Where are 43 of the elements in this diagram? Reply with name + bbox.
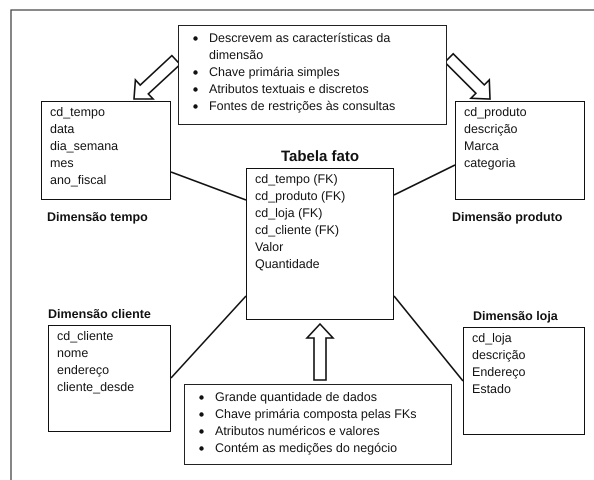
note-box bbox=[178, 25, 447, 125]
table-title: Dimensão loja bbox=[473, 308, 558, 325]
field-name: cd_loja bbox=[472, 330, 513, 347]
bullet-item: Contém as medições do negócio bbox=[215, 441, 398, 455]
field-name: data bbox=[50, 121, 76, 138]
field-name: cd_loja (FK) bbox=[255, 205, 324, 222]
table-title: Dimensão tempo bbox=[47, 209, 148, 226]
connector-line bbox=[170, 171, 246, 201]
field-name: cd_cliente bbox=[57, 328, 114, 345]
bullet-item: Grande quantidade de dados bbox=[215, 390, 377, 404]
field-name: ano_fiscal bbox=[50, 172, 108, 189]
field-name: nome bbox=[57, 345, 90, 362]
field-name: Quantidade bbox=[255, 256, 321, 273]
field-name: categoria bbox=[464, 155, 516, 172]
table-title: Tabela fato bbox=[280, 147, 360, 167]
field-name: Marca bbox=[464, 138, 500, 155]
connector-line bbox=[394, 164, 456, 196]
field-name: cd_tempo (FK) bbox=[255, 171, 339, 188]
bullet-item: Chave primária simples bbox=[209, 65, 340, 79]
bullet-item: Atributos textuais e discretos bbox=[209, 82, 369, 96]
field-name: Estado bbox=[472, 381, 512, 398]
bullet-item: Descrevem as características da dimensão bbox=[209, 31, 390, 62]
field-name: cd_produto (FK) bbox=[255, 188, 346, 205]
connector-line bbox=[170, 295, 247, 379]
note-box bbox=[184, 384, 452, 465]
field-name: Valor bbox=[255, 239, 284, 256]
field-name: descrição bbox=[472, 347, 526, 364]
bullet-item: Atributos numéricos e valores bbox=[215, 424, 380, 438]
field-name: cliente_desde bbox=[57, 379, 136, 396]
bullet-item: Chave primária composta pelas FKs bbox=[215, 407, 416, 421]
connector-line bbox=[393, 296, 464, 382]
field-name: dia_semana bbox=[50, 138, 120, 155]
bullet-item: Fontes de restrições às consultas bbox=[209, 99, 396, 113]
field-name: Endereço bbox=[472, 364, 527, 381]
field-name: endereço bbox=[57, 362, 110, 379]
table-title: Dimensão cliente bbox=[48, 306, 151, 323]
field-name: mes bbox=[50, 155, 75, 172]
block-arrow bbox=[305, 322, 335, 381]
field-name: cd_tempo bbox=[50, 104, 106, 121]
field-name: descrição bbox=[464, 121, 518, 138]
field-name: cd_produto bbox=[464, 104, 528, 121]
field-name: cd_cliente (FK) bbox=[255, 222, 340, 239]
table-title: Dimensão produto bbox=[452, 209, 562, 226]
